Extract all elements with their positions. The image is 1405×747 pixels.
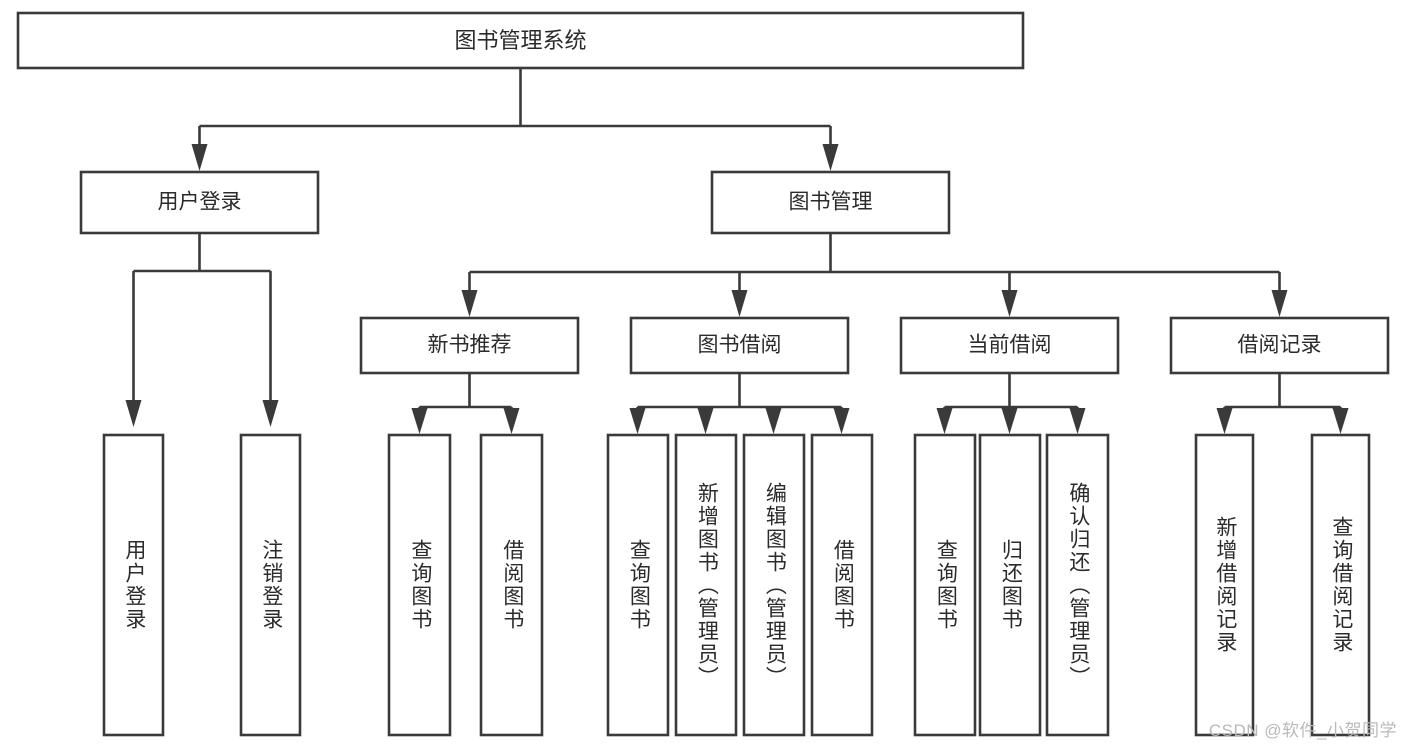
node-user-login[interactable]: 用户登录 [79,170,320,235]
connector-group-book-manage [461,233,1288,317]
node-new-book-recommend-label: 新书推荐 [428,334,512,357]
node-book-manage[interactable]: 图书管理 [710,170,951,235]
node-root-system-label: 图书管理系统 [454,28,586,53]
leaf-box-current-borrow-3[interactable] [1045,433,1110,737]
arrow-head-book-manage-to-new-book [461,290,478,317]
leaf-box-user-login-1[interactable] [102,433,165,737]
node-current-borrow-label: 当前借阅 [968,334,1052,357]
node-user-login-box[interactable] [79,170,320,235]
leaf-box-borrow-records-1[interactable] [1194,433,1255,737]
arrow-head-book-manage-to-book-borrow [731,290,748,317]
leaf-box-current-borrow-2[interactable] [978,433,1042,737]
node-book-borrow[interactable]: 图书借阅 [629,316,850,375]
node-book-manage-box[interactable] [710,170,951,235]
arrow-head-borrow-records-leaf-1 [1216,408,1233,434]
arrow-head-book-borrow-leaf-4 [833,408,850,434]
arrow-head-book-borrow-leaf-3 [765,408,782,434]
leaf-box-book-borrow-4[interactable] [810,433,874,737]
leaf-box-book-borrow-2[interactable] [674,433,738,737]
leaf-box-user-login-2[interactable] [239,433,302,737]
connector-group-new-book [411,373,520,434]
connector-group-book-borrow [629,373,850,434]
node-borrow-records-box[interactable] [1169,316,1390,375]
arrow-head-root-to-user-login [191,144,208,171]
node-borrow-records[interactable]: 借阅记录 [1169,316,1390,375]
node-new-book-recommend-box[interactable] [359,316,580,375]
arrow-head-current-borrow-leaf-2 [1001,408,1018,434]
arrow-head-user-login-leaf-1 [125,400,142,427]
leaf-box-book-borrow-3[interactable] [742,433,806,737]
connector-group-root [191,68,839,171]
leaf-box-new-book-2[interactable] [479,433,544,737]
node-root-system[interactable]: 图书管理系统 [16,11,1025,70]
node-book-borrow-box[interactable] [629,316,850,375]
node-book-borrow-label: 图书借阅 [698,334,782,357]
arrow-head-book-manage-to-current-borrow [1001,290,1018,317]
arrow-head-new-book-leaf-2 [503,408,520,434]
arrow-head-root-to-book-manage [822,144,839,171]
leaf-box-current-borrow-1[interactable] [913,433,977,737]
leaf-box-book-borrow-1[interactable] [606,433,670,737]
leaf-box-new-book-1[interactable] [387,433,452,737]
arrow-head-user-login-leaf-2 [262,400,279,427]
node-root-system-box[interactable] [16,11,1025,70]
arrow-head-current-borrow-leaf-1 [936,408,953,434]
node-user-login-label: 用户登录 [158,191,242,214]
watermark-text: CSDN @软件_小贺同学 [1208,721,1397,740]
node-book-manage-label: 图书管理 [789,191,873,214]
node-current-borrow-box[interactable] [899,316,1120,375]
node-new-book-recommend[interactable]: 新书推荐 [359,316,580,375]
node-borrow-records-label: 借阅记录 [1238,334,1322,357]
arrow-head-new-book-leaf-1 [411,408,428,434]
connector-group-current-borrow [936,373,1086,434]
connector-group-user-login [125,233,279,427]
arrow-head-current-borrow-leaf-3 [1069,408,1086,434]
connector-group-borrow-records [1216,373,1349,434]
arrow-head-book-borrow-leaf-1 [629,408,646,434]
node-current-borrow[interactable]: 当前借阅 [899,316,1120,375]
arrow-head-book-manage-to-borrow-records [1271,290,1288,317]
leaf-box-borrow-records-2[interactable] [1310,433,1371,737]
arrow-head-book-borrow-leaf-2 [697,408,714,434]
arrow-head-borrow-records-leaf-2 [1332,408,1349,434]
